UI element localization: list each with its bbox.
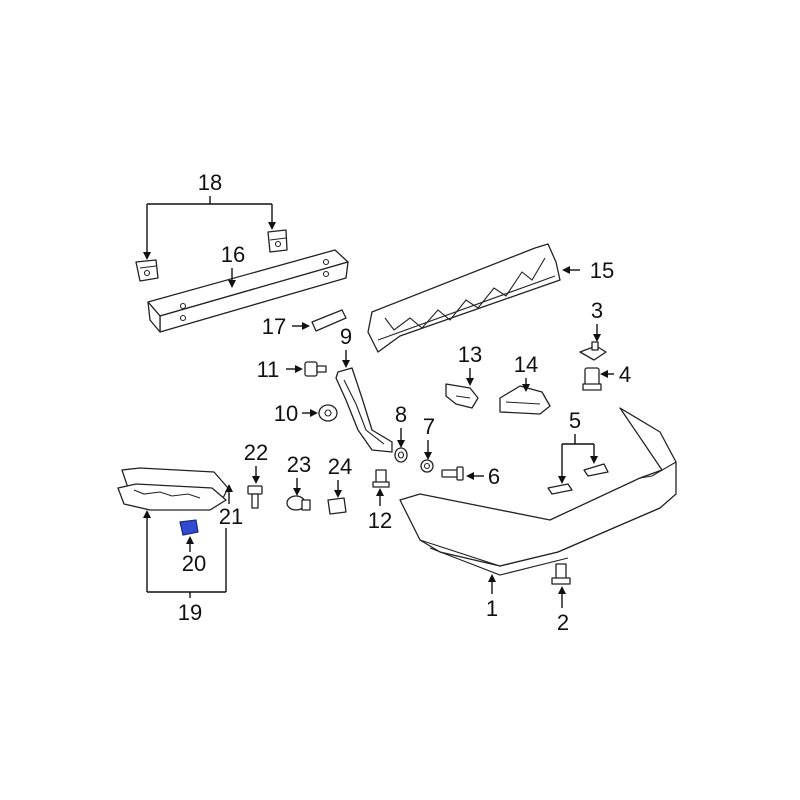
callout-19: 19: [178, 600, 202, 625]
callout-23: 23: [287, 452, 311, 477]
callout-15: 15: [590, 258, 614, 283]
callout-labels: 18 16 15 17 9 11 10 3 4 13 14 8 7 5 6 12…: [178, 170, 631, 635]
mounting-bracket: [335, 367, 393, 453]
callout-20: 20: [182, 551, 206, 576]
bolt-long: [441, 466, 464, 481]
washer: [394, 447, 408, 463]
highlighted-clip: [179, 519, 199, 536]
callout-16: 16: [221, 242, 245, 267]
callout-2: 2: [557, 610, 569, 635]
clip: [372, 469, 390, 488]
side-bracket: [445, 383, 479, 409]
nut: [318, 404, 338, 422]
guide: [499, 385, 551, 415]
callout-4: 4: [619, 362, 631, 387]
retainer-clip: [579, 341, 607, 361]
callout-21: 21: [219, 504, 243, 529]
grommet-bolt: [286, 495, 311, 511]
reflector-pad: [547, 463, 609, 495]
callout-7: 7: [423, 414, 435, 439]
bumper-cover: [399, 407, 677, 576]
bracket-right: [267, 229, 288, 253]
callout-14: 14: [514, 352, 538, 377]
energy-absorber: [367, 243, 561, 353]
callout-12: 12: [368, 508, 392, 533]
callout-22: 22: [244, 440, 268, 465]
bottom-clip: [551, 563, 571, 585]
fastener-clip: [327, 497, 347, 515]
callout-17: 17: [262, 314, 286, 339]
leader-lines: [143, 196, 614, 608]
callout-1: 1: [486, 596, 498, 621]
reinforcement-beam: [147, 249, 349, 333]
callout-24: 24: [328, 454, 352, 479]
rod: [311, 309, 347, 332]
bolt: [304, 361, 327, 377]
callout-11: 11: [257, 357, 280, 382]
callout-13: 13: [458, 342, 482, 367]
callout-8: 8: [395, 402, 407, 427]
callout-10: 10: [274, 401, 298, 426]
callout-3: 3: [591, 298, 603, 323]
callout-6: 6: [488, 464, 500, 489]
callout-5: 5: [569, 408, 581, 433]
callout-9: 9: [340, 324, 352, 349]
nut-small: [420, 459, 434, 473]
callout-18: 18: [198, 170, 222, 195]
bracket-left: [135, 259, 159, 282]
side-cover: [117, 467, 229, 511]
push-clip: [582, 367, 602, 391]
screw: [247, 485, 263, 509]
